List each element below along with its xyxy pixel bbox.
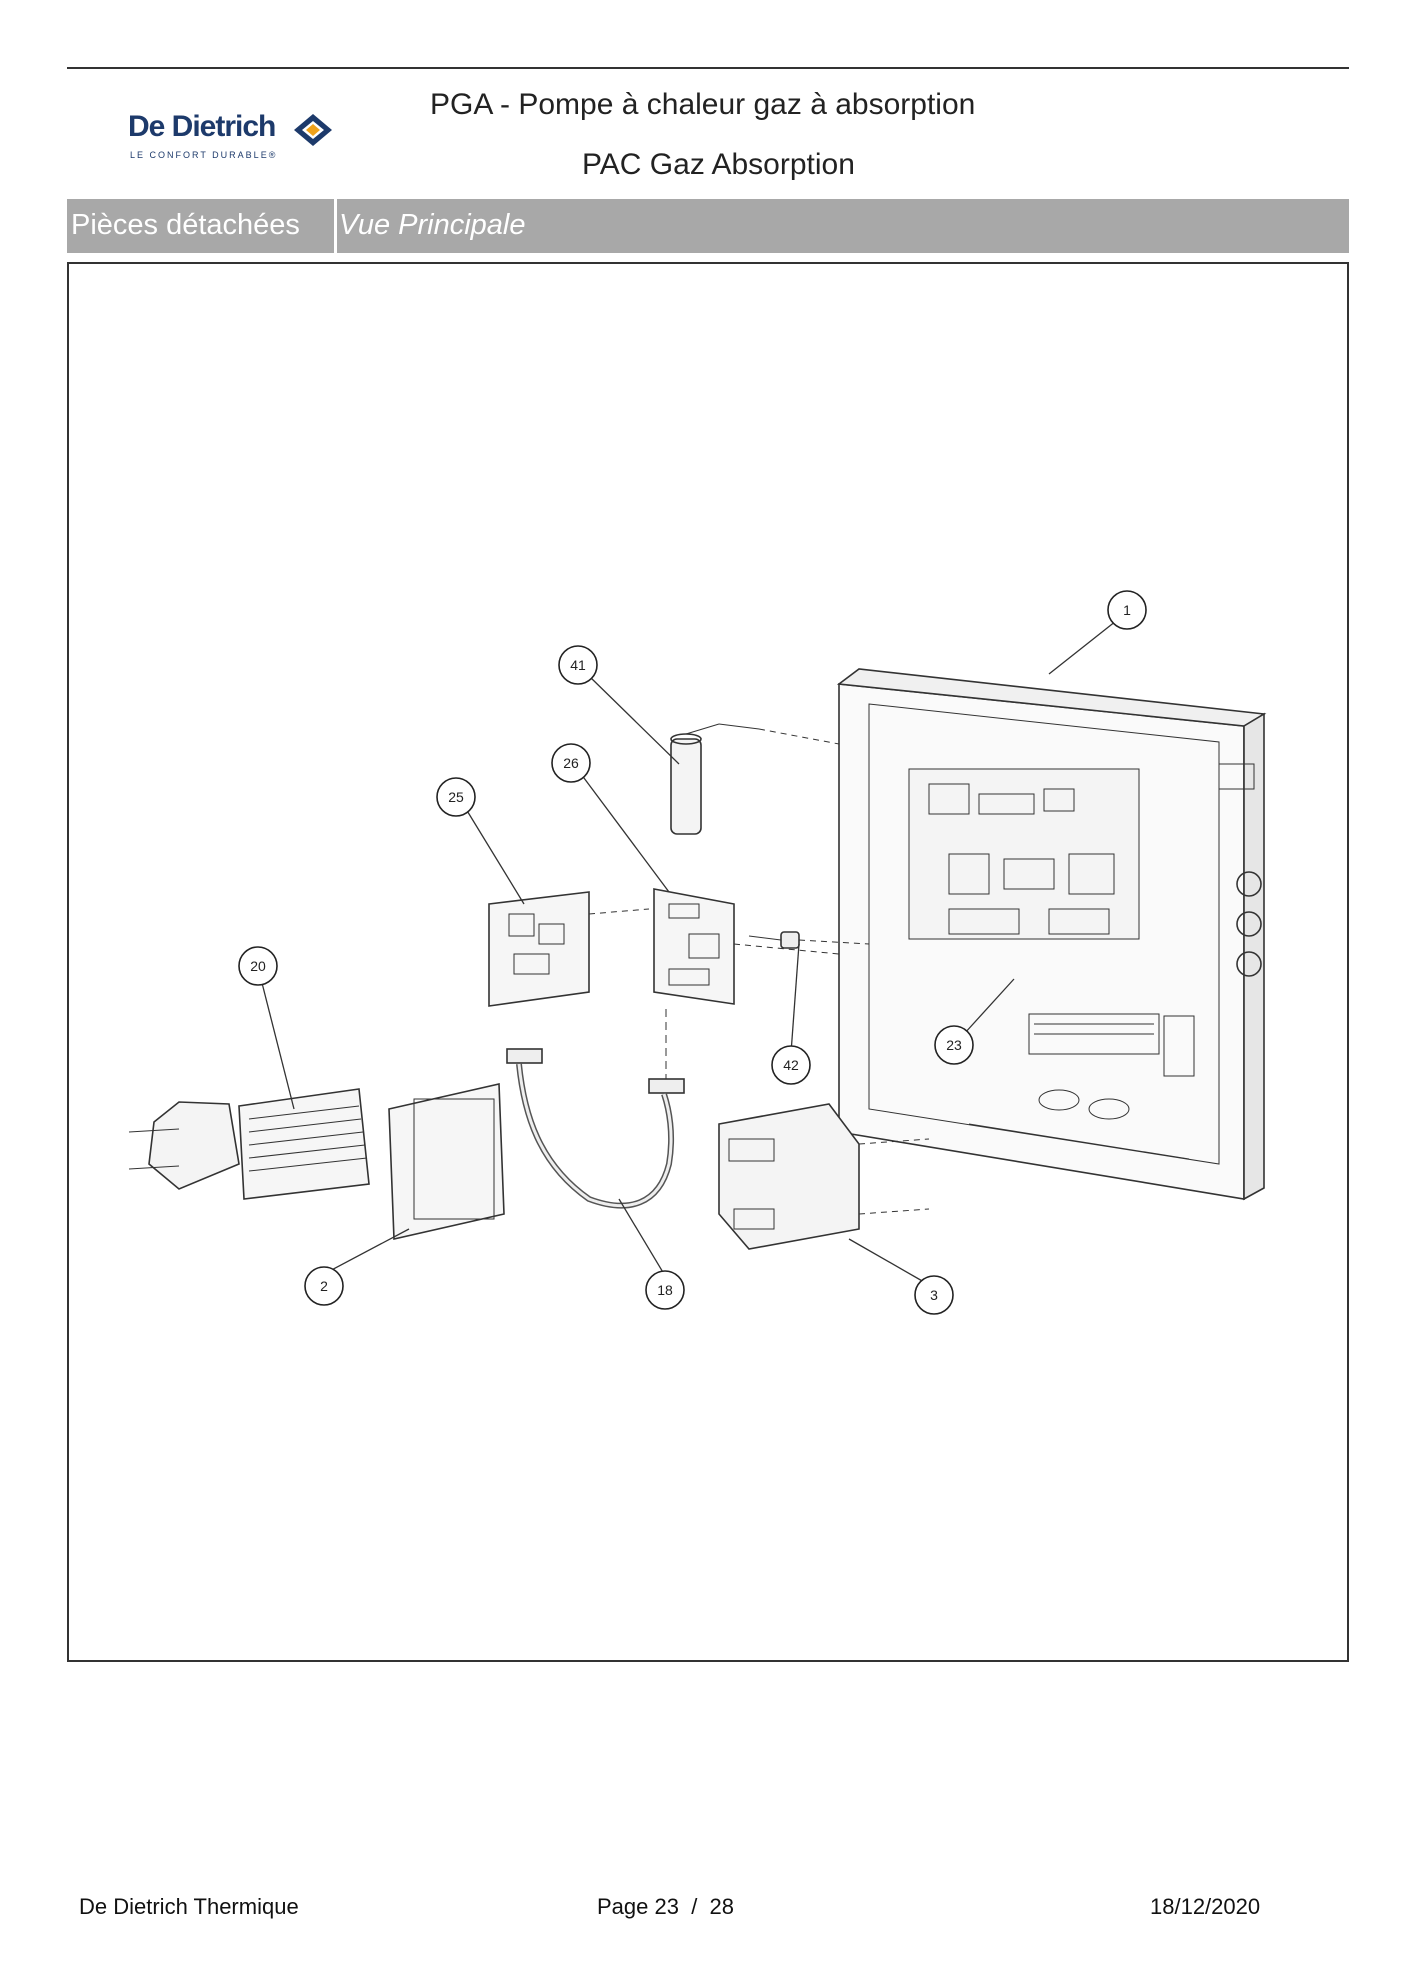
control-box-drawing xyxy=(836,668,1267,1201)
document-subtitle: PAC Gaz Absorption xyxy=(582,148,855,181)
footer-company: De Dietrich Thermique xyxy=(79,1894,299,1919)
logo-wordmark: De Dietrich xyxy=(128,110,276,143)
callout-3: 3 xyxy=(914,1275,954,1315)
callout-25: 25 xyxy=(436,777,476,817)
callout-23: 23 xyxy=(934,1025,974,1065)
callout-2: 2 xyxy=(304,1266,344,1306)
callout-1: 1 xyxy=(1107,590,1147,630)
view-label: Vue Principale xyxy=(339,209,526,241)
transformer-drawing xyxy=(718,1103,930,1250)
category-label: Pièces détachées xyxy=(71,209,300,241)
callout-26: 26 xyxy=(551,743,591,783)
svg-text:41: 41 xyxy=(570,657,586,673)
callout-42: 42 xyxy=(771,1045,811,1085)
section-band: Pièces détachées Vue Principale xyxy=(67,199,1349,253)
board-26-drawing xyxy=(653,888,840,1005)
diamond-logo-icon xyxy=(294,114,332,146)
svg-text:20: 20 xyxy=(250,958,266,974)
exploded-parts-diagram: 1 41 26 25 20 42 23 2 18 3 xyxy=(128,590,1267,1315)
svg-text:23: 23 xyxy=(946,1037,962,1053)
svg-text:25: 25 xyxy=(448,789,464,805)
svg-text:2: 2 xyxy=(320,1278,328,1294)
callout-20: 20 xyxy=(238,946,278,986)
heatsink-drawing xyxy=(128,1088,370,1200)
callout-18: 18 xyxy=(645,1270,685,1310)
callout-41: 41 xyxy=(558,645,598,685)
top-rule xyxy=(67,67,1349,69)
sensor-drawing xyxy=(748,931,870,949)
cable-drawing xyxy=(506,1009,685,1209)
diagram-frame: 1 41 26 25 20 42 23 2 18 3 xyxy=(67,262,1349,1662)
footer-date: 18/12/2020 xyxy=(1150,1894,1261,1919)
board-25-drawing xyxy=(488,891,650,1007)
brand-logo: De Dietrich LE CONFORT DURABLE® xyxy=(128,108,348,168)
svg-text:1: 1 xyxy=(1123,602,1131,618)
module-2-drawing xyxy=(388,1083,505,1240)
logo-tagline: LE CONFORT DURABLE® xyxy=(130,150,278,160)
document-title: PGA - Pompe à chaleur gaz à absorption xyxy=(430,88,976,121)
svg-text:18: 18 xyxy=(657,1282,673,1298)
category-cell: Pièces détachées xyxy=(67,199,337,253)
svg-text:3: 3 xyxy=(930,1287,938,1303)
footer-page-number: Page 23 / 28 xyxy=(597,1894,734,1919)
svg-text:42: 42 xyxy=(783,1057,799,1073)
capacitor-drawing xyxy=(670,723,840,835)
svg-text:26: 26 xyxy=(563,755,579,771)
